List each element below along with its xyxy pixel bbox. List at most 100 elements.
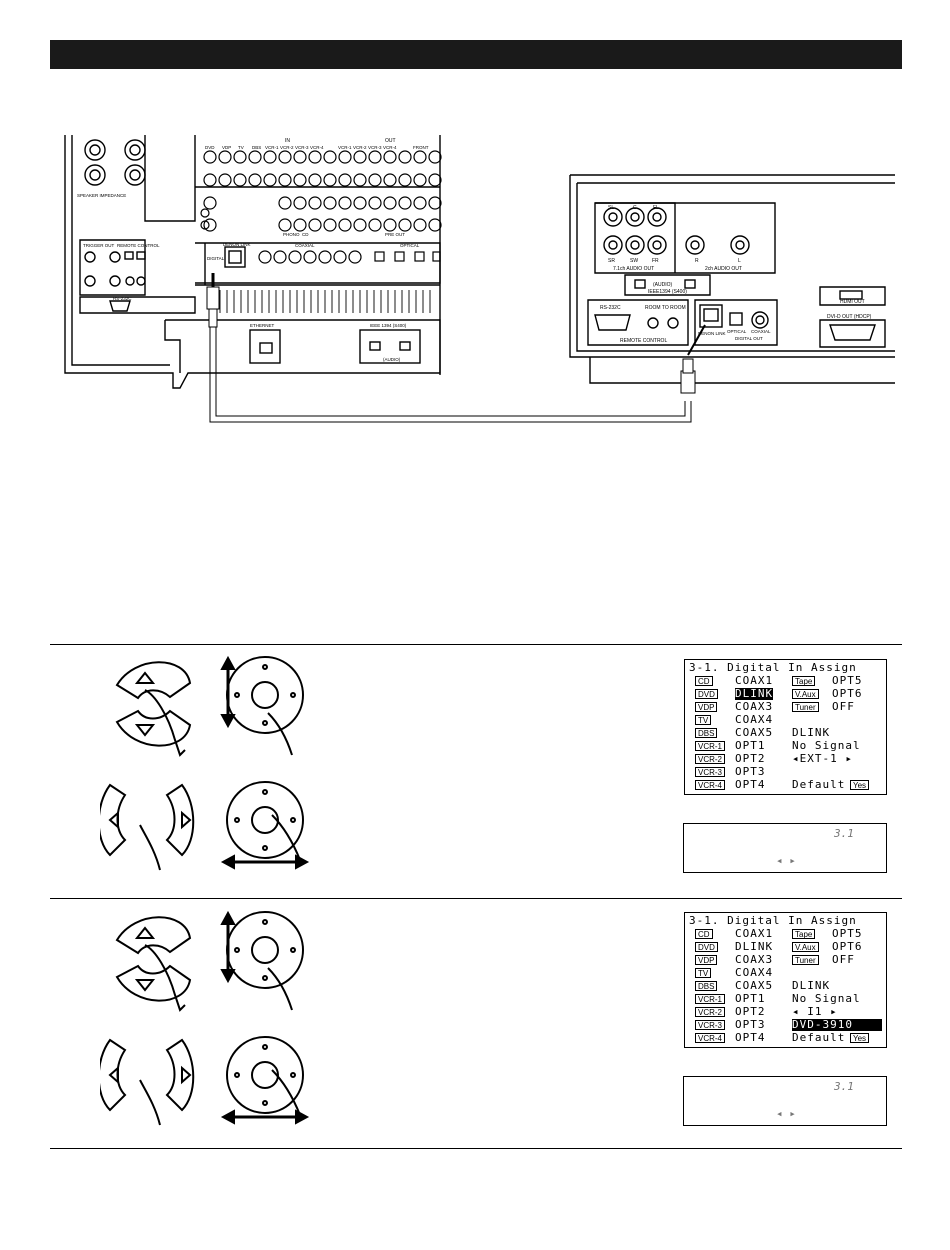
receiver-digital: DIGITAL — [207, 256, 225, 261]
receiver-rear-panel — [64, 135, 442, 389]
osd2-label-vdp: VDP — [695, 955, 718, 965]
player-labels: SL C FL SR SW FR R L 7.1ch AUDIO OUT 2ch… — [600, 205, 872, 344]
osd2-value-vcr2: OPT2 — [735, 1005, 766, 1018]
receiver-input-2: TV — [238, 145, 244, 150]
osd1-label-vcr4: VCR-4 — [695, 780, 726, 790]
receiver-input-4: VCR-1 — [265, 145, 279, 150]
receiver-pre-out: PRE OUT — [385, 232, 405, 237]
osd1-value-tape: OPT5 — [832, 674, 863, 687]
fl2-arrows: ◂ ▸ — [776, 1107, 796, 1120]
osd2-value-dvd: DLINK — [735, 940, 774, 953]
receiver-in-label: IN — [285, 138, 290, 144]
receiver-speaker-impedance: SPEAKER IMPEDANCE — [77, 193, 126, 198]
denon-link-cable — [206, 273, 706, 423]
receiver-labels: IN OUT DVD VDP TV DBS VCR-1 VCR-2 VCR-3 … — [77, 138, 429, 362]
player-ch-label-2: FL — [653, 205, 659, 211]
receiver-input-5: VCR-2 — [280, 145, 294, 150]
osd2-label-vcr2: VCR-2 — [695, 1007, 726, 1017]
fl1-arrows: ◂ ▸ — [776, 854, 796, 867]
osd-screen-2: 3-1. Digital In Assign CD DVD VDP TV DBS… — [684, 912, 887, 1048]
osd2-value-tuner: OFF — [832, 953, 855, 966]
receiver-cd: CD — [302, 232, 309, 237]
osd1-label-vaux: V.Aux — [792, 689, 819, 699]
receiver-output-4: FRONT — [413, 145, 429, 150]
player-ch-label-5: FR — [652, 258, 659, 264]
osd2-value-tape: OPT5 — [832, 927, 863, 940]
receiver-output-2: VCR-3 — [368, 145, 382, 150]
player-hdmi-out: HDMI OUT — [840, 299, 865, 305]
osd1-label-vcr3: VCR-3 — [695, 767, 726, 777]
player-ch-label-0: SL — [608, 205, 614, 211]
receiver-coaxial: COAXIAL — [295, 243, 315, 248]
player-digital-out: DIGITAL OUT — [735, 336, 763, 341]
receiver-audio: (AUDIO) — [383, 357, 401, 362]
player-ch-label-3: SR — [608, 258, 615, 264]
osd2-label-vcr3: VCR-3 — [695, 1020, 726, 1030]
receiver-remote-control: REMOTE CONTROL — [117, 243, 160, 248]
receiver-input-6: VCR-3 — [295, 145, 309, 150]
receiver-output-3: VCR-4 — [383, 145, 397, 150]
receiver-rs232c: RS-232C — [113, 296, 132, 301]
receiver-out-label: OUT — [385, 138, 396, 144]
osd1-value-cd: COAX1 — [735, 674, 774, 687]
osd1-label-cd: CD — [695, 676, 713, 686]
player-coaxial: COAXIAL — [751, 329, 771, 334]
receiver-output-1: VCR-2 — [353, 145, 367, 150]
fl-display-1: 3.1 ◂ ▸ — [683, 823, 887, 873]
osd2-value-vaux: OPT6 — [832, 940, 863, 953]
osd1-value-dbs: COAX5 — [735, 726, 774, 739]
osd2-yes-button: Yes — [850, 1033, 870, 1043]
receiver-input-0: DVD — [205, 145, 215, 150]
receiver-input-7: VCR-4 — [310, 145, 324, 150]
connection-diagram: IN OUT DVD VDP TV DBS VCR-1 VCR-2 VCR-3 … — [64, 135, 895, 423]
osd1-label-tv: TV — [695, 715, 712, 725]
osd2-info-source: DLINK — [792, 979, 831, 992]
osd1-value-vcr3: OPT3 — [735, 765, 766, 778]
osd2-value-tv: COAX4 — [735, 966, 774, 979]
osd2-value-cd: COAX1 — [735, 927, 774, 940]
receiver-denon-link: DENON LINK — [223, 242, 251, 247]
osd1-label-vcr1: VCR-1 — [695, 741, 726, 751]
osd2-value-vdp: COAX3 — [735, 953, 774, 966]
osd1-info-signal: No Signal — [792, 739, 861, 752]
player-optical: OPTICAL — [727, 329, 747, 334]
osd1-value-tuner: OFF — [832, 700, 855, 713]
osd2-label-tv: TV — [695, 968, 712, 978]
osd2-title: 3-1. Digital In Assign — [689, 914, 857, 927]
osd2-value-vcr4: OPT4 — [735, 1031, 766, 1044]
step1-controls-illustration — [100, 655, 310, 871]
osd2-value-vcr3: OPT3 — [735, 1018, 766, 1031]
osd2-value-vcr1: OPT1 — [735, 992, 766, 1005]
player-71ch-out: 7.1ch AUDIO OUT — [613, 266, 654, 272]
fl2-number: 3.1 — [834, 1080, 854, 1093]
step2-controls-illustration — [100, 910, 310, 1126]
osd1-value-vaux: OPT6 — [832, 687, 863, 700]
osd1-value-dvd-selected: DLINK — [735, 687, 774, 700]
osd1-info-selection: ◂EXT-1 ▸ — [792, 752, 853, 765]
osd2-value-dbs: COAX5 — [735, 979, 774, 992]
osd1-value-vcr4: OPT4 — [735, 778, 766, 791]
osd2-label-tuner: Tuner — [792, 955, 819, 965]
player-rs232c: RS-232C — [600, 305, 621, 311]
osd2-label-vaux: V.Aux — [792, 942, 819, 952]
player-ch-label-6: R — [695, 258, 699, 264]
osd2-default-label: Default — [792, 1031, 846, 1044]
osd-screen-1: 3-1. Digital In Assign CD DVD VDP TV DBS… — [684, 659, 887, 795]
receiver-input-1: VDP — [222, 145, 231, 150]
osd1-label-tuner: Tuner — [792, 702, 819, 712]
player-remote-control: REMOTE CONTROL — [620, 338, 667, 344]
receiver-output-0: VCR-1 — [338, 145, 352, 150]
player-ch-label-7: L — [738, 258, 741, 264]
divider-line-3 — [50, 1148, 902, 1149]
player-ch-label-4: SW — [630, 258, 638, 264]
player-audio: (AUDIO) — [653, 282, 673, 288]
divider-line-1 — [50, 644, 902, 645]
player-ieee: IEEE1394 (S400) — [648, 289, 687, 295]
osd2-label-dbs: DBS — [695, 981, 718, 991]
osd2-info-device-selected: DVD-3910 — [792, 1019, 882, 1031]
osd2-info-signal: No Signal — [792, 992, 861, 1005]
osd1-label-dbs: DBS — [695, 728, 718, 738]
osd1-label-dvd: DVD — [695, 689, 718, 699]
receiver-trigger-out: TRIGGER OUT — [83, 243, 115, 248]
divider-line-2 — [50, 898, 902, 899]
